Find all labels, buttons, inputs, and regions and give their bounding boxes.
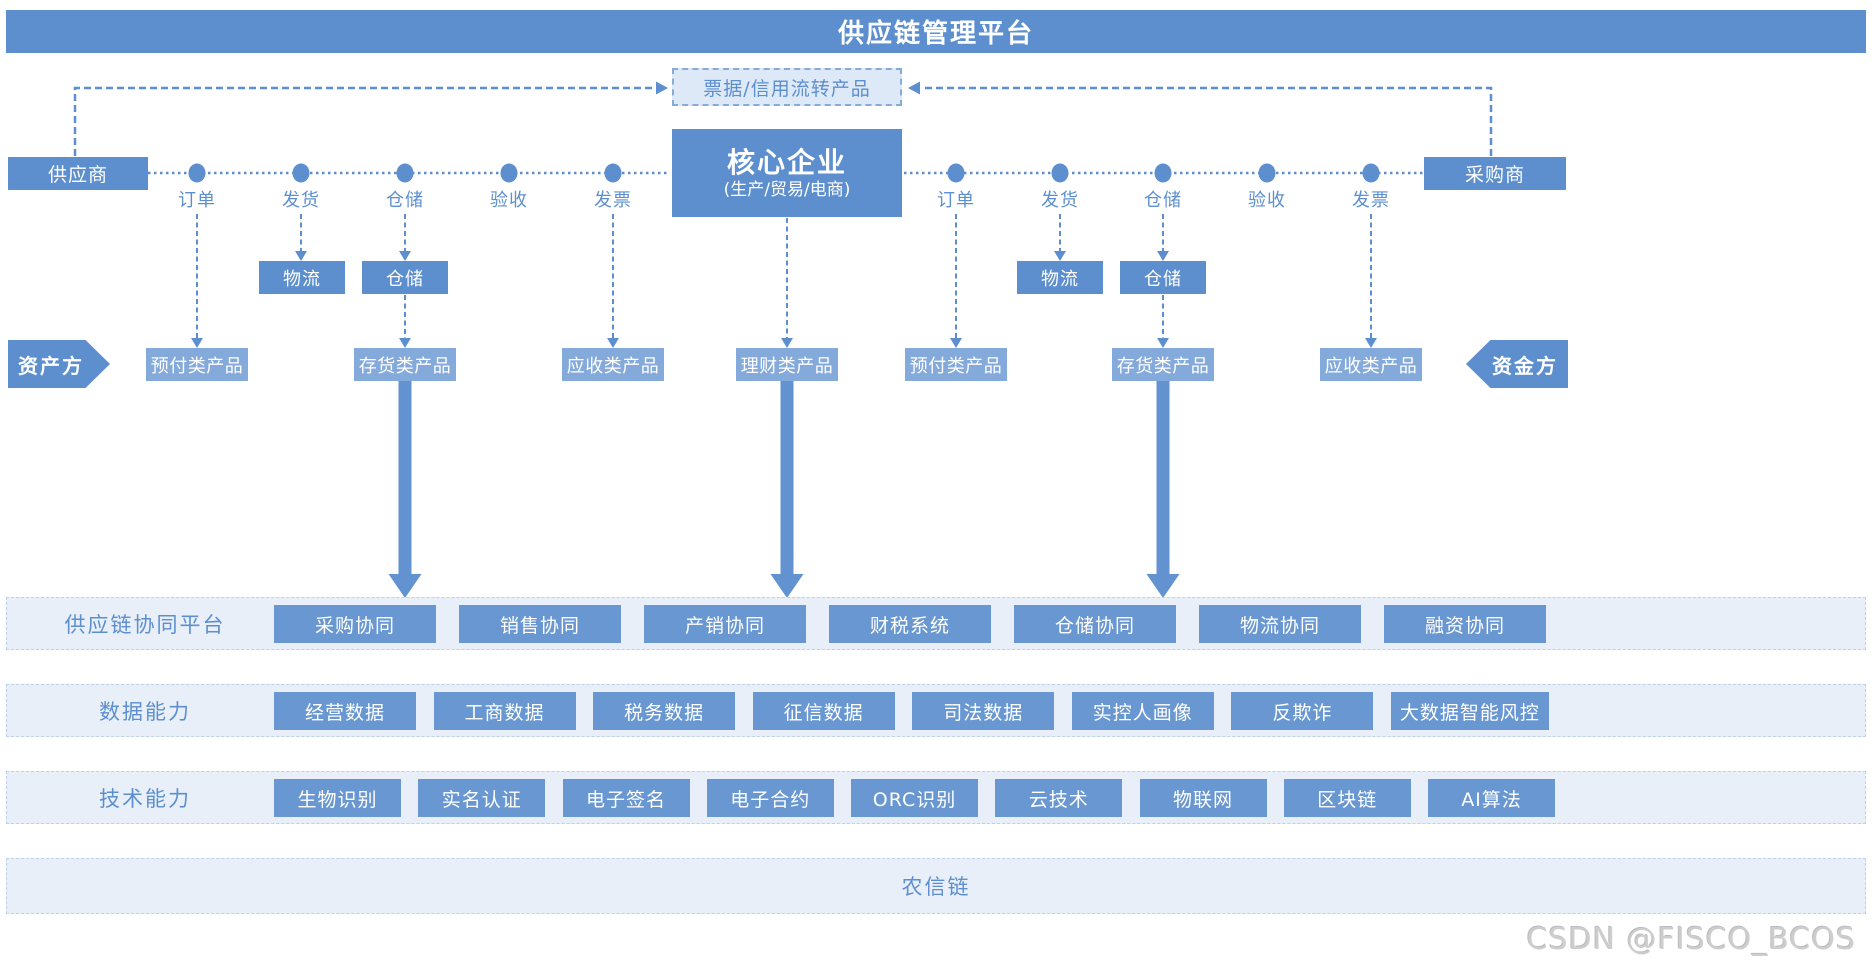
band-items-row: 生物识别 实名认证 电子签名 电子合约 ORC识别 云技术 物联网 区块链 AI… [274, 779, 1555, 817]
timeline-node-dot [1051, 163, 1069, 183]
band-label-collaboration-platform: 供应链协同平台 [64, 612, 226, 637]
band-item-orc-recognition: ORC识别 [851, 779, 978, 817]
timeline-node-dot [1258, 163, 1276, 183]
arrowhead-down-icon [1054, 251, 1066, 261]
arrowhead-down-icon [1157, 338, 1169, 348]
band-item-logistics-collab: 物流协同 [1199, 605, 1361, 643]
core-enterprise-subtitle: (生产/贸易/电商) [723, 179, 851, 200]
step-label-order: 订单 [937, 190, 975, 211]
core-enterprise-box: 核心企业 (生产/贸易/电商) [672, 129, 902, 217]
timeline-node-dot [1362, 163, 1380, 183]
band-item-production-sales-collab: 产销协同 [644, 605, 806, 643]
band-label-tech-capability: 技术能力 [99, 786, 191, 811]
step-label-acceptance: 验收 [1248, 190, 1286, 211]
timeline-node-dot [947, 163, 965, 183]
band-item-cloud-tech: 云技术 [995, 779, 1123, 817]
watermark-text: CSDN @FISCO_BCOS [1526, 922, 1856, 957]
band-tech-capability: 技术能力 生物识别 实名认证 电子签名 电子合约 ORC识别 云技术 物联网 区… [6, 771, 1866, 824]
big-down-arrow-icon [388, 381, 422, 598]
big-down-arrow-icon [1146, 381, 1180, 598]
logistics-box: 物流 [1017, 261, 1103, 294]
band-item-business-data: 经营数据 [274, 692, 416, 730]
step-label-order: 订单 [178, 190, 216, 211]
product-box-inventory: 存货类产品 [1112, 348, 1214, 381]
product-box-wealth: 理财类产品 [736, 348, 838, 381]
band-data-capability: 数据能力 经营数据 工商数据 税务数据 征信数据 司法数据 实控人画像 反欺诈 … [6, 684, 1866, 737]
step-label-ship: 发货 [282, 190, 320, 211]
step-label-ship: 发货 [1041, 190, 1079, 211]
buyer-box: 采购商 [1424, 157, 1566, 190]
arrowhead-down-icon [399, 338, 411, 348]
band-item-financing-collab: 融资协同 [1384, 605, 1546, 643]
product-box-prepaid: 预付类产品 [146, 348, 248, 381]
band-label-rural-credit-chain: 农信链 [901, 875, 971, 899]
warehouse-box: 仓储 [362, 261, 448, 294]
product-box-receivable: 应收类产品 [562, 348, 664, 381]
buyer-to-note-dashed-line [922, 86, 1493, 156]
band-item-warehouse-collab: 仓储协同 [1014, 605, 1176, 643]
product-box-inventory: 存货类产品 [354, 348, 456, 381]
band-item-biometric-recognition: 生物识别 [274, 779, 401, 817]
timeline-node-dot [292, 163, 310, 183]
page-title: 供应链管理平台 [6, 10, 1866, 53]
arrowhead-right-icon [656, 81, 668, 95]
supplier-to-note-dashed-line [73, 86, 654, 156]
arrowhead-down-icon [607, 338, 619, 348]
band-collaboration-platform: 供应链协同平台 采购协同 销售协同 产销协同 财税系统 仓储协同 物流协同 融资… [6, 597, 1866, 650]
step-label-storage: 仓储 [1144, 190, 1182, 211]
band-item-e-contract: 电子合约 [706, 779, 834, 817]
band-item-tax-data: 税务数据 [593, 692, 736, 730]
step-label-invoice: 发票 [1352, 190, 1390, 211]
arrowhead-down-icon [399, 251, 411, 261]
band-item-procurement-collab: 采购协同 [274, 605, 436, 643]
product-box-receivable: 应收类产品 [1320, 348, 1422, 381]
band-label-data-capability: 数据能力 [99, 699, 191, 724]
band-item-finance-tax-system: 财税系统 [829, 605, 991, 643]
band-items-row: 采购协同 销售协同 产销协同 财税系统 仓储协同 物流协同 融资协同 [274, 605, 1546, 643]
timeline-node-dot [1154, 163, 1172, 183]
band-item-sales-collab: 销售协同 [459, 605, 621, 643]
timeline-node-dot [396, 163, 414, 183]
arrowhead-left-icon [908, 81, 920, 95]
arrowhead-down-icon [781, 338, 793, 348]
band-items-row: 经营数据 工商数据 税务数据 征信数据 司法数据 实控人画像 反欺诈 大数据智能… [274, 692, 1549, 730]
arrowhead-down-icon [1157, 251, 1169, 261]
timeline-node-dot [604, 163, 622, 183]
core-enterprise-title: 核心企业 [726, 145, 847, 179]
band-item-bigdata-risk-control: 大数据智能风控 [1390, 692, 1549, 730]
asset-side-arrow: 资产方 [8, 340, 110, 388]
timeline-node-dot [188, 163, 206, 183]
warehouse-box: 仓储 [1120, 261, 1206, 294]
fund-side-arrow: 资金方 [1466, 340, 1568, 388]
band-item-e-signature: 电子签名 [562, 779, 690, 817]
band-item-iot: 物联网 [1139, 779, 1267, 817]
note-box-bill-credit-products: 票据/信用流转产品 [672, 68, 902, 106]
band-item-judicial-data: 司法数据 [912, 692, 1055, 730]
timeline-node-dot [500, 163, 518, 183]
step-label-invoice: 发票 [594, 190, 632, 211]
big-down-arrow-icon [770, 381, 804, 598]
product-box-prepaid: 预付类产品 [905, 348, 1007, 381]
band-item-industry-commerce-data: 工商数据 [433, 692, 576, 730]
step-label-storage: 仓储 [386, 190, 424, 211]
step-label-acceptance: 验收 [490, 190, 528, 211]
arrowhead-down-icon [295, 251, 307, 261]
logistics-box: 物流 [259, 261, 345, 294]
band-item-ai-algorithm: AI算法 [1428, 779, 1555, 817]
arrowhead-down-icon [191, 338, 203, 348]
supplier-box: 供应商 [8, 157, 148, 190]
arrowhead-down-icon [950, 338, 962, 348]
band-item-real-name-auth: 实名认证 [418, 779, 546, 817]
band-item-credit-data: 征信数据 [752, 692, 895, 730]
band-item-anti-fraud: 反欺诈 [1231, 692, 1374, 730]
band-rural-credit-chain: 农信链 [6, 858, 1866, 914]
arrowhead-down-icon [1365, 338, 1377, 348]
band-item-blockchain: 区块链 [1283, 779, 1411, 817]
band-item-controller-profile: 实控人画像 [1071, 692, 1214, 730]
